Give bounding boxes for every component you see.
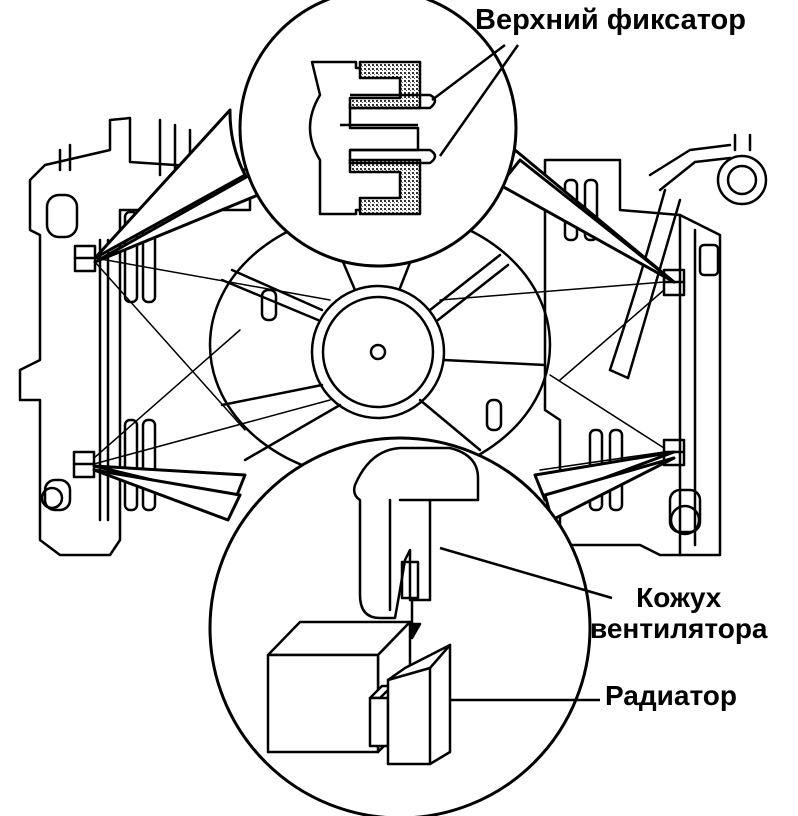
- upper-left-clip: [73, 244, 97, 273]
- fan-shroud-label: Кожух вентилятора: [590, 582, 768, 645]
- bottom-callout-detail: [266, 446, 480, 766]
- top-callout-detail: [308, 60, 437, 216]
- fan-shroud-label-line2: вентилятора: [590, 613, 768, 645]
- top-callout-bubble: [93, 0, 676, 284]
- clip-reference-lines: [93, 257, 665, 471]
- bottom-leader-lines: [439, 546, 613, 702]
- upper-clip-label: Верхний фиксатор: [475, 4, 746, 36]
- lower-left-clip: [72, 450, 96, 479]
- fan-shroud-label-line1: Кожух: [636, 582, 722, 613]
- radiator-label: Радиатор: [605, 680, 737, 711]
- upper-clip-leader-lines: [431, 44, 520, 157]
